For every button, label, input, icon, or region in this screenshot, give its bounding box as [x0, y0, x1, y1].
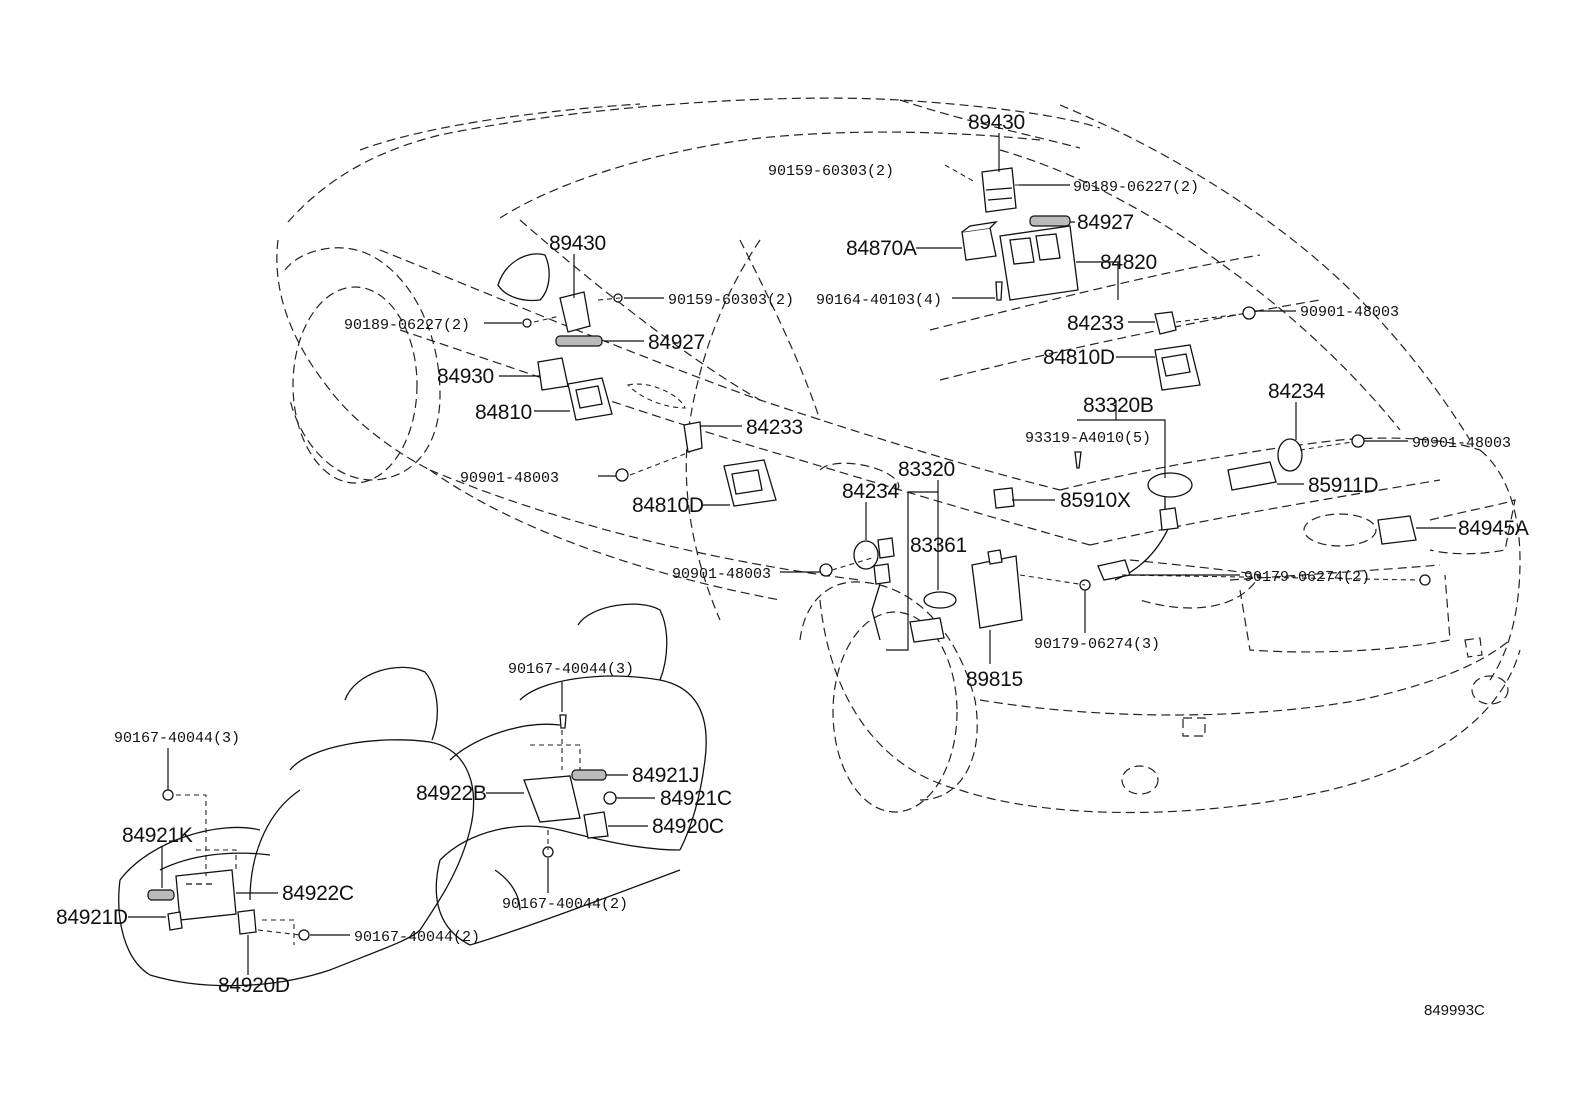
- label-84921j: 84921J: [632, 764, 699, 787]
- label-89430-top: 89430: [968, 111, 1025, 134]
- label-84927-left: 84927: [648, 331, 705, 354]
- parts: [147, 167, 1431, 941]
- label-84930: 84930: [437, 365, 494, 388]
- label-90901-48003-mid: 90901-48003: [672, 566, 771, 583]
- label-90167-40044-b: 90167-40044(3): [114, 730, 240, 747]
- label-90901-48003-right2: 90901-48003: [1412, 435, 1511, 452]
- label-84810d-left: 84810D: [632, 494, 704, 517]
- label-84920c: 84920C: [652, 815, 724, 838]
- label-84233-left: 84233: [746, 416, 803, 439]
- label-84920d: 84920D: [218, 974, 290, 997]
- label-83320: 83320: [898, 458, 955, 481]
- label-90179-06274-3: 90179-06274(3): [1034, 636, 1160, 653]
- label-89430-left: 89430: [549, 232, 606, 255]
- label-84945a: 84945A: [1458, 517, 1529, 540]
- label-89815: 89815: [966, 668, 1023, 691]
- label-93319-a4010: 93319-A4010(5): [1025, 430, 1151, 447]
- seats-outline: [118, 603, 707, 987]
- label-84921d: 84921D: [56, 906, 128, 929]
- label-90167-40044-a: 90167-40044(3): [508, 661, 634, 678]
- label-85911d: 85911D: [1308, 474, 1378, 497]
- label-90189-06227-left: 90189-06227(2): [344, 317, 470, 334]
- label-90901-48003-left: 90901-48003: [460, 470, 559, 487]
- label-84234-right: 84234: [1268, 380, 1326, 403]
- label-83320b: 83320B: [1083, 394, 1154, 417]
- label-90189-06227-top: 90189-06227(2): [1073, 179, 1199, 196]
- assembly-guides: [176, 164, 1421, 945]
- label-90164-40103: 90164-40103(4): [816, 292, 942, 309]
- diagram-reference-code: 849993C: [1424, 1002, 1485, 1019]
- label-84233-right: 84233: [1067, 312, 1124, 335]
- label-84927-top: 84927: [1077, 211, 1134, 234]
- label-83361: 83361: [910, 534, 967, 557]
- label-90179-06274-2: 90179-06274(2): [1244, 569, 1370, 586]
- label-84922b: 84922B: [416, 782, 487, 805]
- label-84820: 84820: [1100, 251, 1157, 274]
- label-90167-40044-c: 90167-40044(2): [502, 896, 628, 913]
- label-90159-60303-left: 90159-60303(2): [668, 292, 794, 309]
- label-90167-40044-d: 90167-40044(2): [354, 929, 480, 946]
- label-85910x: 85910X: [1060, 489, 1131, 512]
- label-84234-left: 84234: [842, 480, 900, 503]
- label-84922c: 84922C: [282, 882, 354, 905]
- label-84810: 84810: [475, 401, 532, 424]
- label-84810d-right: 84810D: [1043, 346, 1115, 369]
- label-90159-60303-top: 90159-60303(2): [768, 163, 894, 180]
- callout-labels: 89430 90159-60303(2) 90189-06227(2) 8492…: [56, 111, 1529, 1019]
- label-84921k: 84921K: [122, 824, 193, 847]
- label-84870a: 84870A: [846, 237, 917, 260]
- car-body-outline: [276, 97, 1521, 814]
- label-90901-48003-right1: 90901-48003: [1300, 304, 1399, 321]
- label-84921c: 84921C: [660, 787, 732, 810]
- leader-lines: [128, 133, 1456, 975]
